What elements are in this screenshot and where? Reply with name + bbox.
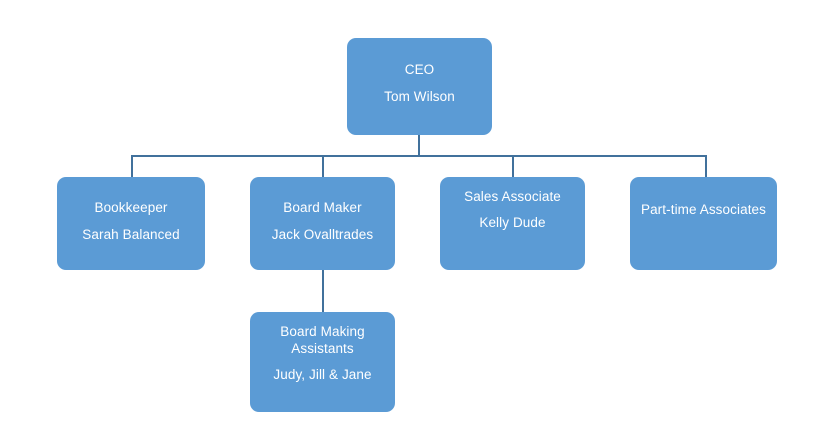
node-part-time-associates-title: Part-time Associates (640, 202, 767, 217)
node-board-maker-title: Board Maker (283, 200, 362, 216)
node-part-time-associates[interactable]: Part-time Associates (630, 177, 777, 270)
connector-ceo-stem (418, 135, 420, 156)
connector-drop-bookkeeper (131, 155, 133, 178)
node-sales-associate[interactable]: Sales Associate Kelly Dude (440, 177, 585, 270)
node-sales-associate-name: Kelly Dude (479, 215, 546, 231)
node-ceo-name: Tom Wilson (384, 88, 455, 104)
node-board-making-assistants-title-line1: Board Making (280, 324, 365, 339)
node-board-making-assistants-title-line2: Assistants (291, 341, 354, 357)
node-bookkeeper[interactable]: Bookkeeper Sarah Balanced (57, 177, 205, 270)
node-bookkeeper-name: Sarah Balanced (82, 226, 180, 242)
connector-drop-board-maker (322, 155, 324, 178)
connector-horizontal-bus (131, 155, 707, 157)
node-board-making-assistants-name: Judy, Jill & Jane (273, 367, 372, 383)
connector-drop-sales-associate (512, 155, 514, 178)
node-ceo[interactable]: CEO Tom Wilson (347, 38, 492, 135)
node-board-making-assistants[interactable]: Board Making Assistants Judy, Jill & Jan… (250, 312, 395, 412)
node-sales-associate-title: Sales Associate (464, 189, 561, 204)
connector-board-maker-to-assistants (322, 270, 324, 313)
node-board-maker[interactable]: Board Maker Jack Ovalltrades (250, 177, 395, 270)
connector-drop-part-time-associates (705, 155, 707, 178)
node-board-maker-name: Jack Ovalltrades (271, 226, 374, 242)
node-bookkeeper-title: Bookkeeper (94, 200, 168, 216)
node-ceo-title: CEO (404, 62, 435, 78)
